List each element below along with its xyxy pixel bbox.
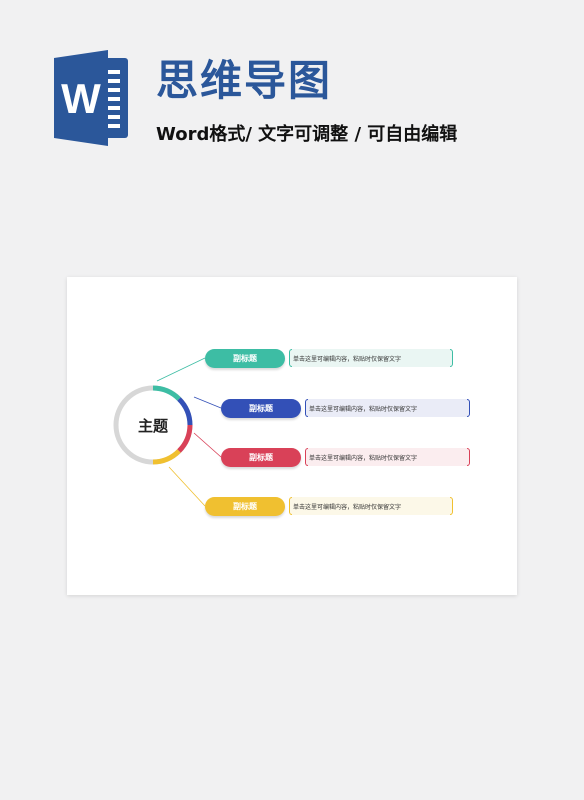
ring-segment-1 bbox=[152, 385, 181, 401]
note-right-brace bbox=[467, 448, 470, 466]
note-left-brace bbox=[289, 349, 292, 367]
ring-segment-2 bbox=[177, 397, 193, 426]
branch-2-label[interactable]: 副标题 bbox=[221, 399, 301, 418]
branch-connector-4 bbox=[168, 466, 206, 507]
note-left-brace bbox=[305, 448, 308, 466]
branch-2-note-text: 单击这里可编辑内容，粘贴时仅保留文字 bbox=[309, 405, 418, 413]
branch-2-note[interactable]: 单击这里可编辑内容，粘贴时仅保留文字 bbox=[305, 399, 470, 417]
main-topic[interactable]: 主题 bbox=[137, 416, 168, 435]
branch-connector-2 bbox=[193, 396, 222, 409]
branch-3-note-text: 单击这里可编辑内容，粘贴时仅保留文字 bbox=[309, 454, 418, 462]
page-title: 思维导图 bbox=[156, 56, 333, 105]
ring-segment-3 bbox=[177, 424, 193, 453]
ring-segment-4 bbox=[152, 449, 181, 465]
branch-connector-1 bbox=[156, 357, 206, 382]
branch-3-label[interactable]: 副标题 bbox=[221, 448, 301, 467]
note-right-brace bbox=[450, 497, 453, 515]
branch-3-note[interactable]: 单击这里可编辑内容，粘贴时仅保留文字 bbox=[305, 448, 470, 466]
branch-1-label[interactable]: 副标题 bbox=[205, 349, 285, 368]
branch-1-note-text: 单击这里可编辑内容，粘贴时仅保留文字 bbox=[293, 355, 402, 363]
note-left-brace bbox=[289, 497, 292, 515]
branch-4-note-text: 单击这里可编辑内容，粘贴时仅保留文字 bbox=[293, 503, 402, 511]
mindmap-card: 主题 副标题 单击这里可编辑内容，粘贴时仅保留文字 副标题 单击这里可编辑内容，… bbox=[67, 277, 517, 595]
word-logo-letter: W bbox=[61, 75, 101, 122]
note-right-brace bbox=[467, 399, 470, 417]
note-left-brace bbox=[305, 399, 308, 417]
mindmap-connectors bbox=[113, 357, 222, 507]
branch-connector-3 bbox=[193, 432, 222, 458]
branch-1-note[interactable]: 单击这里可编辑内容，粘贴时仅保留文字 bbox=[289, 349, 453, 367]
word-logo-icon: W bbox=[50, 48, 134, 148]
page-subtitle: Word格式/ 文字可调整 / 可自由编辑 bbox=[156, 124, 458, 145]
note-right-brace bbox=[450, 349, 453, 367]
branch-4-label[interactable]: 副标题 bbox=[205, 497, 285, 516]
branch-4-note[interactable]: 单击这里可编辑内容，粘贴时仅保留文字 bbox=[289, 497, 453, 515]
